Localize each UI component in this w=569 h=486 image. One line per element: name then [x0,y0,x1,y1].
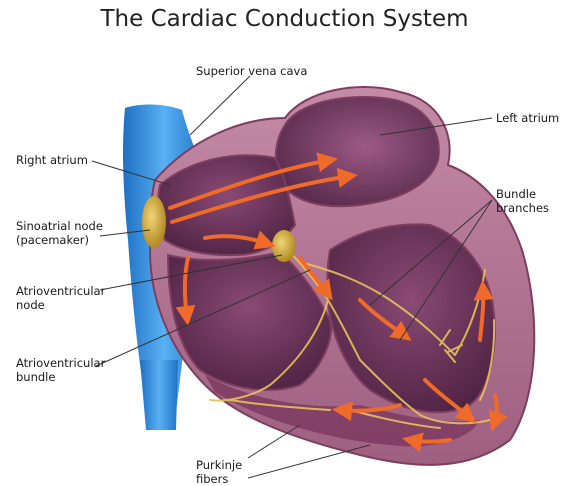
label-sinoatrial-node: Sinoatrial node (pacemaker) [16,219,103,247]
inferior-vena-cava [140,360,178,430]
label-atrioventricular-node: Atrioventricular node [16,284,105,312]
label-superior-vena-cava: Superior vena cava [196,64,307,78]
label-left-atrium: Left atrium [496,111,559,125]
atrioventricular-node [272,230,296,262]
sinoatrial-node [142,196,166,248]
label-purkinje-fibers: Purkinje fibers [196,458,242,486]
label-bundle-branches: Bundle branches [496,187,549,215]
label-right-atrium: Right atrium [16,153,88,167]
label-atrioventricular-bundle: Atrioventricular bundle [16,356,105,384]
